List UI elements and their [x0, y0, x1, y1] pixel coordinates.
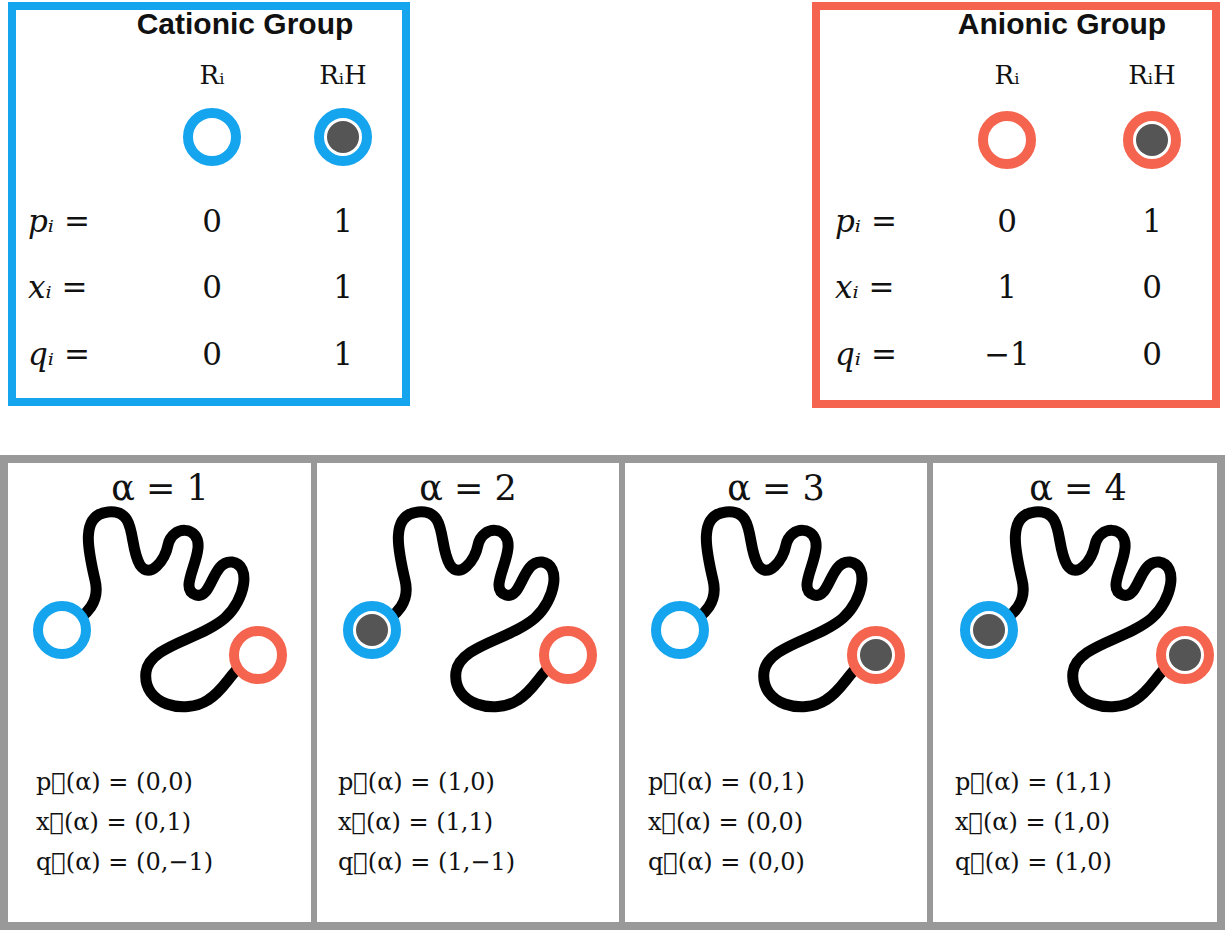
- table-value: 1: [997, 270, 1017, 306]
- row-label: qᵢ =: [28, 337, 90, 373]
- table-value: −1: [984, 337, 1030, 373]
- state-panel: α = 3 p⃗(α) = (0,1) x⃗(α) = (0,0) q⃗(α) = (…: [625, 463, 927, 922]
- table-value: 0: [997, 204, 1017, 240]
- state-panel: α = 4 p⃗(α) = (1,1) x⃗(α) = (1,0) q⃗(α) = (…: [933, 463, 1217, 922]
- table-value: 1: [333, 270, 353, 306]
- vector-value: x⃗(α) = (0,1): [36, 809, 191, 837]
- state-panel: α = 1 p⃗(α) = (0,0) x⃗(α) = (0,1) q⃗(α) = (…: [8, 463, 311, 922]
- column-header: Rᵢ: [995, 61, 1020, 91]
- row-label: qᵢ =: [835, 337, 897, 373]
- vector-value: x⃗(α) = (1,1): [338, 809, 493, 837]
- state-label: α = 4: [1029, 468, 1126, 508]
- table-value: 0: [1142, 270, 1162, 306]
- molecule: [348, 512, 592, 707]
- vector-value: p⃗(α) = (1,1): [955, 769, 1112, 797]
- vector-value: p⃗(α) = (1,0): [338, 769, 495, 797]
- row-label: xᵢ =: [28, 270, 88, 306]
- state-label: α = 1: [111, 468, 208, 508]
- vector-value: q⃗(α) = (0,0): [648, 849, 805, 877]
- table-value: 0: [202, 270, 222, 306]
- table-value: 1: [333, 337, 353, 373]
- vector-value: q⃗(α) = (1,0): [955, 849, 1112, 877]
- column-header: Rᵢ: [200, 61, 225, 91]
- state-panel: α = 2 p⃗(α) = (1,0) x⃗(α) = (1,1) q⃗(α) = (…: [317, 463, 619, 922]
- row-label: pᵢ =: [835, 204, 897, 240]
- anionic-group-box: Anionic GroupRᵢ RᵢH pᵢ = 0 1 xᵢ = 1 0 qᵢ = −1 0: [812, 2, 1220, 408]
- vector-value: x⃗(α) = (0,0): [648, 809, 803, 837]
- molecule: [656, 512, 900, 707]
- column-header: RᵢH: [319, 61, 366, 91]
- molecule: [965, 512, 1209, 707]
- group-title: Cationic Group: [137, 7, 354, 42]
- row-label: xᵢ =: [835, 270, 895, 306]
- molecule: [38, 512, 282, 707]
- vector-value: q⃗(α) = (0,−1): [36, 849, 213, 877]
- vector-value: x⃗(α) = (1,0): [955, 809, 1110, 837]
- table-value: 0: [1142, 337, 1162, 373]
- table-value: 0: [202, 337, 222, 373]
- row-label: pᵢ =: [28, 204, 90, 240]
- group-circles: [188, 113, 1176, 164]
- group-title: Anionic Group: [958, 7, 1166, 42]
- table-value: 0: [202, 204, 222, 240]
- state-label: α = 2: [419, 468, 516, 508]
- table-value: 1: [1142, 204, 1162, 240]
- vector-value: p⃗(α) = (0,0): [36, 769, 193, 797]
- cationic-group-box: Cationic GroupRᵢ RᵢH pᵢ = 0 1 xᵢ = 0 1 qᵢ = 0 1: [8, 2, 410, 406]
- vector-value: q⃗(α) = (1,−1): [338, 849, 515, 877]
- table-value: 1: [333, 204, 353, 240]
- column-header: RᵢH: [1128, 61, 1175, 91]
- panel-frame: [4, 459, 1221, 926]
- vector-value: p⃗(α) = (0,1): [648, 769, 805, 797]
- state-label: α = 3: [727, 468, 824, 508]
